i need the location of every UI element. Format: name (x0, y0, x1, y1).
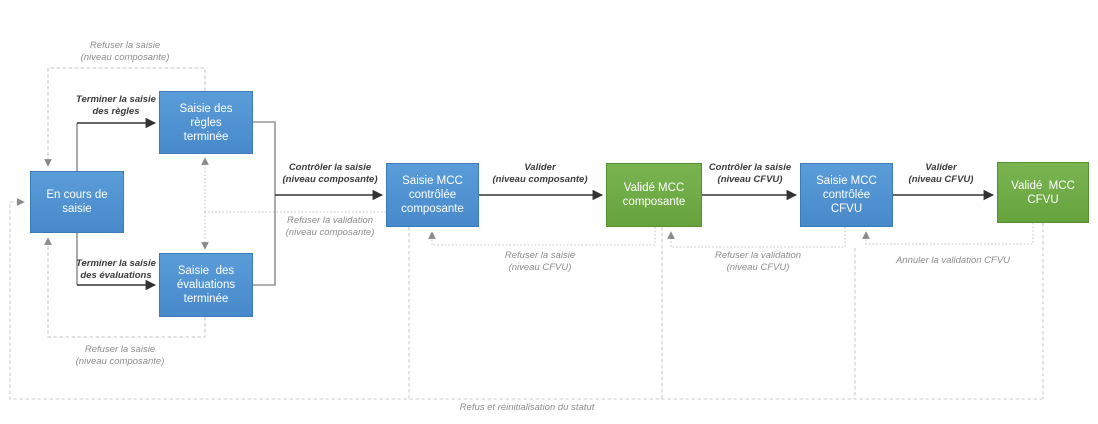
edge-label-controler-saisie-cfvu: Contrôler la saisie (niveau CFVU) (708, 162, 792, 185)
edge-label-refuser-saisie-composante-haut: Refuser la saisie (niveau composante) (80, 40, 170, 63)
node-label-valide-mcc-composante: Validé MCC composante (622, 182, 686, 208)
edge-refus-reinitialisation (9, 198, 1044, 400)
node-saisie-evaluations-terminee: Saisie des évaluations terminée (159, 253, 253, 317)
edge-label-valider-composante: Valider (niveau composante) (492, 162, 588, 185)
edge-annuler-validation-cfvu (862, 223, 1034, 245)
node-valide-mcc-cfvu: Validé MCC CFVU (997, 162, 1089, 223)
node-label-saisie-mcc-controlee-cfvu: Saisie MCC contrôlée CFVU (816, 175, 877, 215)
node-saisie-mcc-controlee-cfvu: Saisie MCC contrôlée CFVU (800, 163, 893, 227)
node-label-saisie-regles-terminee: Saisie des règles terminée (179, 102, 233, 143)
edge-label-controler-saisie-composante: Contrôler la saisie (niveau composante) (282, 162, 378, 185)
edge-terminer-regles (76, 117, 157, 171)
edge-label-annuler-validation-cfvu: Annuler la validation CFVU (895, 255, 1011, 266)
edge-label-refuser-validation-cfvu: Refuser la validation (niveau CFVU) (714, 250, 802, 273)
node-saisie-mcc-controlee-composante: Saisie MCC contrôlée composante (386, 163, 479, 227)
edge-controler-saisie-composante (253, 121, 384, 286)
edge-label-refuser-validation-composante: Refuser la validation (niveau composante… (285, 215, 375, 238)
node-en-cours-de-saisie: En cours de saisie (30, 171, 124, 233)
node-valide-mcc-composante: Validé MCC composante (606, 163, 702, 227)
edge-terminer-evaluations (76, 233, 157, 291)
edge-label-refuser-saisie-cfvu: Refuser la saisie (niveau CFVU) (504, 250, 576, 273)
edge-refuser-validation-cfvu (667, 227, 846, 248)
node-label-valide-mcc-cfvu: Validé MCC CFVU (1011, 179, 1075, 206)
edge-label-refuser-saisie-composante-bas: Refuser la saisie (niveau composante) (75, 344, 165, 367)
node-label-en-cours-de-saisie: En cours de saisie (46, 189, 108, 215)
edge-refuser-saisie-composante-bas (44, 237, 206, 338)
node-label-saisie-evaluations-terminee: Saisie des évaluations terminée (176, 265, 236, 305)
edge-label-terminer-regles: Terminer la saisie des règles (76, 94, 156, 117)
node-saisie-regles-terminee: Saisie des règles terminée (159, 91, 253, 154)
node-label-saisie-mcc-controlee-composante: Saisie MCC contrôlée composante (401, 175, 464, 215)
edge-refuser-saisie-cfvu (428, 227, 656, 246)
edge-refuser-validation-composante (201, 157, 386, 250)
edge-refuser-saisie-composante-haut (44, 67, 206, 167)
edge-label-valider-cfvu: Valider (niveau CFVU) (908, 162, 974, 185)
edge-label-refus-reinitialisation: Refus et réinitialisation du statut (459, 402, 595, 413)
edge-label-terminer-evaluations: Terminer la saisie des évaluations (76, 258, 156, 281)
